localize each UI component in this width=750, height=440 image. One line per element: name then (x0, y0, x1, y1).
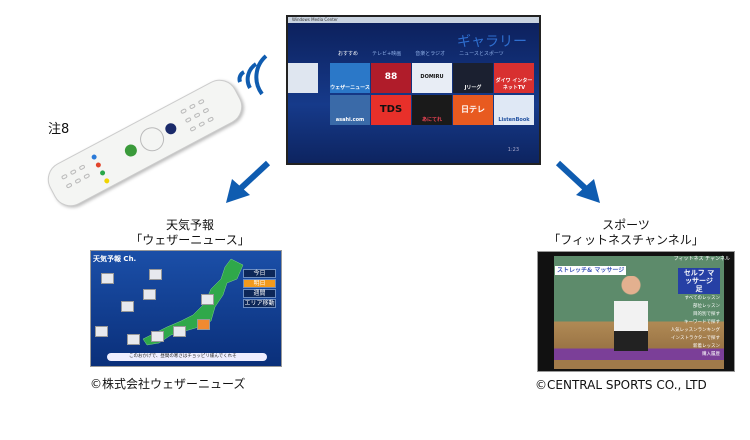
menu-week[interactable]: 週間 (243, 289, 276, 298)
arrow-down-left-icon (226, 160, 271, 203)
menu-tomorrow[interactable]: 明日 (243, 279, 276, 288)
menu-item[interactable]: 部位レッスン (693, 304, 720, 309)
day-menu: 今日 明日 週間 エリア移動 (243, 269, 276, 309)
tile-partial[interactable] (288, 63, 318, 93)
media-center-screen: Windows Media Center ギャラリー おすすめ テレビ+映画 音… (286, 15, 541, 165)
tile[interactable]: Jリーグ (453, 63, 493, 93)
gallery-heading: ギャラリー (457, 34, 527, 50)
menu-area-move[interactable]: エリア移動 (243, 299, 276, 308)
note-label: 注8 (48, 122, 70, 137)
clock: 1:23 (507, 147, 519, 153)
menu-item[interactable]: インストラクターで探す (671, 336, 720, 341)
tab[interactable]: 音楽とラジオ (415, 51, 446, 57)
lesson-menu: すべてのレッスン 部位レッスン 目的別で探す キーワードで探す 人気レッスンラン… (671, 295, 720, 359)
arrow-down-right-icon (555, 160, 600, 203)
tile[interactable]: ダイワ インターネットTV (494, 63, 534, 93)
instructor-image (614, 276, 648, 351)
menu-item[interactable]: すべてのレッスン (684, 296, 720, 301)
tile[interactable]: TDS (371, 95, 411, 125)
tile[interactable]: ウェザーニュース (330, 63, 370, 93)
tile[interactable]: 88 (371, 63, 411, 93)
weather-caption-line1: 天気予報 (165, 218, 214, 232)
menu-item[interactable]: キーワードで探す (684, 320, 720, 325)
lesson-title: セルフ マッサージ 足 (678, 268, 720, 294)
signal-waves-icon (237, 54, 268, 96)
tab[interactable]: テレビ+映画 (372, 51, 402, 57)
sports-copyright: ©CENTRAL SPORTS CO., LTD (535, 378, 707, 392)
tile[interactable]: DOMIRU (412, 63, 452, 93)
menu-today[interactable]: 今日 (243, 269, 276, 278)
menu-item[interactable]: 購入履歴 (702, 352, 720, 357)
tab[interactable]: おすすめ (338, 51, 359, 57)
tile[interactable]: ListenBook (494, 95, 534, 125)
sports-caption-line1: スポーツ (602, 218, 650, 232)
remote-control-image (41, 73, 249, 213)
fitness-screenshot: ストレッチ& マッサージ セルフ マッサージ 足 フィットネス チャンネル すべ… (537, 251, 735, 372)
tile[interactable]: asahi.com (330, 95, 370, 125)
channel-name: フィットネス チャンネル (673, 256, 730, 262)
sports-caption-line2: 「フィットネスチャンネル」 (548, 233, 704, 247)
tab[interactable]: ニュースとスポーツ (459, 51, 504, 57)
sports-caption: スポーツ 「フィットネスチャンネル」 (526, 218, 726, 248)
weather-caption-line2: 「ウェザーニュース」 (130, 233, 250, 247)
menu-item[interactable]: 目的別で探す (693, 312, 720, 317)
category-tag: ストレッチ& マッサージ (555, 266, 627, 275)
menu-item[interactable]: 新着レッスン (693, 344, 720, 349)
weather-screenshot: 天気予報 Ch. 今日 明日 週間 エリア移動 このおかげで、昼間の寒さはチョッ… (90, 250, 282, 367)
weather-copyright: ©株式会社ウェザーニューズ (90, 377, 246, 391)
tab-bar: おすすめ テレビ+映画 音楽とラジオ ニュースとスポーツ (338, 50, 504, 57)
window-title: Windows Media Center (288, 17, 539, 23)
tile[interactable]: 日テレ (453, 95, 493, 125)
news-ticker: このおかげで、昼間の寒さはチョッピリ緩んでくれそ (107, 353, 267, 361)
weather-caption: 天気予報 「ウェザーニュース」 (90, 218, 290, 248)
weather-title: 天気予報 Ch. (93, 255, 137, 263)
tile[interactable]: あにてれ (412, 95, 452, 125)
menu-item[interactable]: 人気レッスンランキング (670, 328, 720, 333)
